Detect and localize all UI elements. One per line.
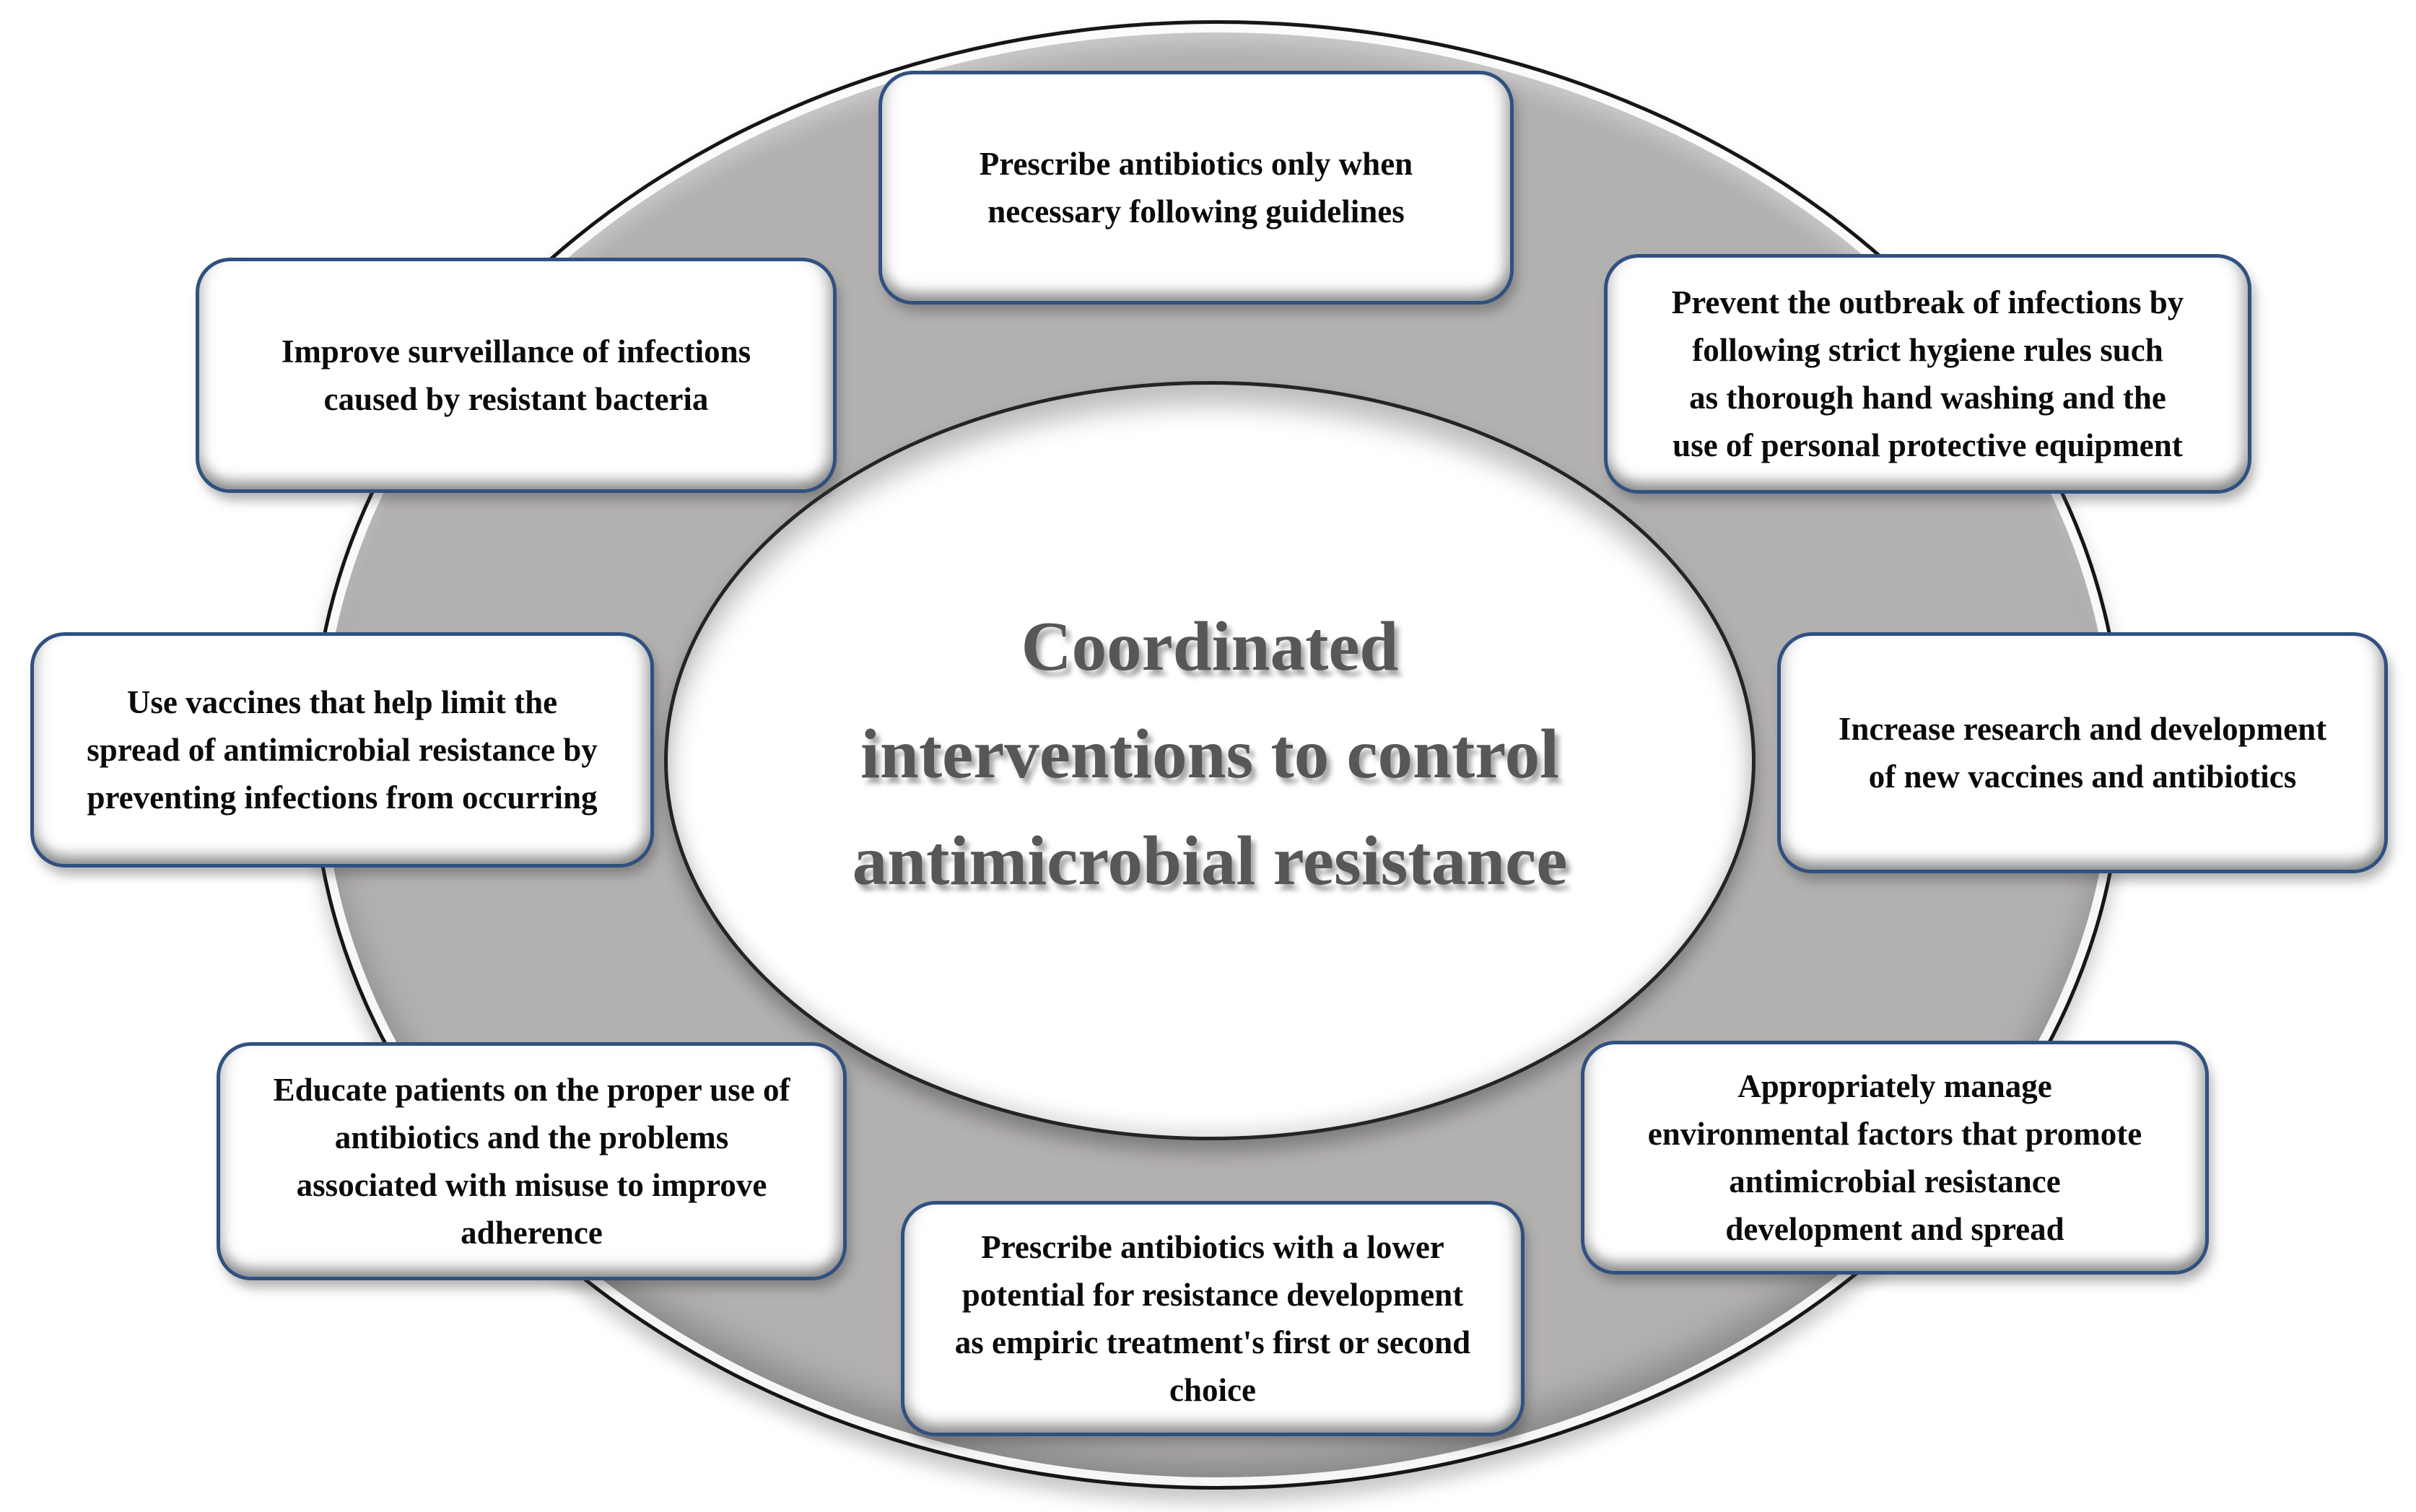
diagram-title: Coordinated interventions to control ant… xyxy=(852,608,1568,900)
intervention-box-middle-left: Use vaccines that help limit the spread … xyxy=(30,632,654,868)
intervention-box-top-center: Prescribe antibiotics only when necessar… xyxy=(878,71,1514,305)
center-ellipse: Coordinated interventions to control ant… xyxy=(664,381,1756,1140)
intervention-box-text: Prevent the outbreak of infections by fo… xyxy=(1671,284,2184,464)
intervention-box-lower-right: Appropriately manage environmental facto… xyxy=(1581,1041,2209,1275)
intervention-box-middle-right: Increase research and development of new… xyxy=(1777,632,2388,873)
intervention-box-bottom-center: Prescribe antibiotics with a lower poten… xyxy=(901,1201,1525,1436)
intervention-box-text: Improve surveillance of infections cause… xyxy=(281,333,751,417)
intervention-box-text: Appropriately manage environmental facto… xyxy=(1647,1067,2142,1248)
intervention-box-text: Educate patients on the proper use of an… xyxy=(273,1071,790,1251)
intervention-box-lower-left: Educate patients on the proper use of an… xyxy=(217,1042,847,1280)
intervention-box-text: Prescribe antibiotics only when necessar… xyxy=(979,145,1413,230)
intervention-box-upper-right: Prevent the outbreak of infections by fo… xyxy=(1604,254,2251,494)
intervention-box-upper-left: Improve surveillance of infections cause… xyxy=(196,258,837,493)
intervention-box-text: Use vaccines that help limit the spread … xyxy=(87,683,598,816)
intervention-box-text: Increase research and development of new… xyxy=(1838,710,2327,795)
intervention-box-text: Prescribe antibiotics with a lower poten… xyxy=(954,1228,1471,1409)
